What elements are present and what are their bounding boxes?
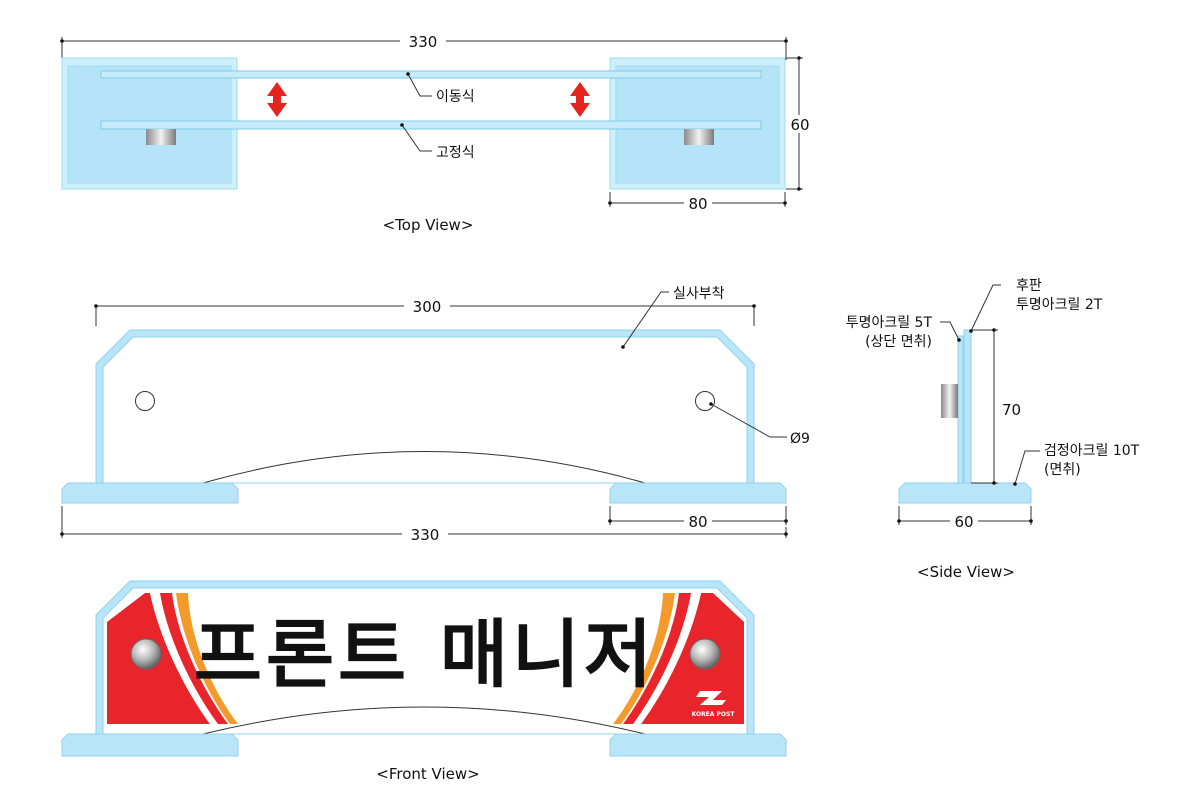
dim-label-70: 70 [1002, 401, 1021, 419]
base-arc [202, 451, 646, 484]
arrow-updown-right-icon [570, 82, 590, 117]
hole-right [695, 391, 715, 411]
sign-bolt-right [689, 638, 721, 670]
label-front-plate-note: (상단 면취) [865, 334, 932, 350]
label-adhesive: 실사부착 [673, 286, 725, 302]
label-front-plate: 투명아크릴 5T [846, 315, 933, 331]
sign-bolt-left [130, 638, 162, 670]
hole-left [135, 391, 155, 411]
label-base-note: (면취) [1044, 462, 1081, 478]
dim-label-330-front: 330 [411, 526, 440, 544]
movable-plate [100, 70, 762, 79]
label-back-plate: 후판 [1016, 278, 1042, 294]
label-hole-diameter: Ø9 [790, 431, 810, 447]
standoff-left [146, 129, 176, 145]
front-base-left [61, 482, 239, 504]
label-fixed: 고정식 [436, 145, 475, 161]
logo-text: KOREA POST [692, 711, 736, 718]
caption-front-view: <Front View> [376, 765, 479, 783]
side-view: 후판 투명아크릴 2T 투명아크릴 5T (상단 면취) 70 검정아크릴 10… [846, 278, 1140, 581]
side-base [898, 482, 1032, 504]
label-movable: 이동식 [436, 89, 475, 105]
front-view-drawing: 300 실사부착 Ø9 80 330 [60, 286, 810, 544]
fixed-plate [100, 120, 762, 130]
front-base-right [609, 482, 787, 504]
sign-base-right [609, 733, 787, 757]
front-panel-inner [102, 336, 748, 484]
caption-top-view: <Top View> [383, 216, 474, 234]
label-base: 검정아크릴 10T [1044, 443, 1140, 459]
dim-label-300: 300 [413, 298, 442, 316]
side-back-plate [963, 329, 972, 484]
korea-post-logo-icon: KOREA POST [692, 691, 736, 718]
sign-text: 프론트 매니저 [194, 612, 656, 698]
side-standoff [941, 384, 958, 418]
side-front-plate [957, 335, 964, 484]
top-view: 330 이동식 고정식 60 [60, 32, 812, 234]
standoff-right [684, 129, 714, 145]
label-back-plate-spec: 투명아크릴 2T [1016, 297, 1103, 313]
dim-label-80-front: 80 [688, 513, 707, 531]
caption-side-view: <Side View> [917, 563, 1015, 581]
sign-base-left [61, 733, 239, 757]
dim-label-330-top: 330 [409, 33, 438, 51]
front-view-sign: 프론트 매니저 KOREA POST <Front View> [61, 580, 787, 783]
dim-label-60-top: 60 [790, 116, 809, 134]
dim-label-80-top: 80 [688, 195, 707, 213]
arrow-updown-left-icon [267, 82, 287, 117]
dim-label-60-side: 60 [954, 513, 973, 531]
